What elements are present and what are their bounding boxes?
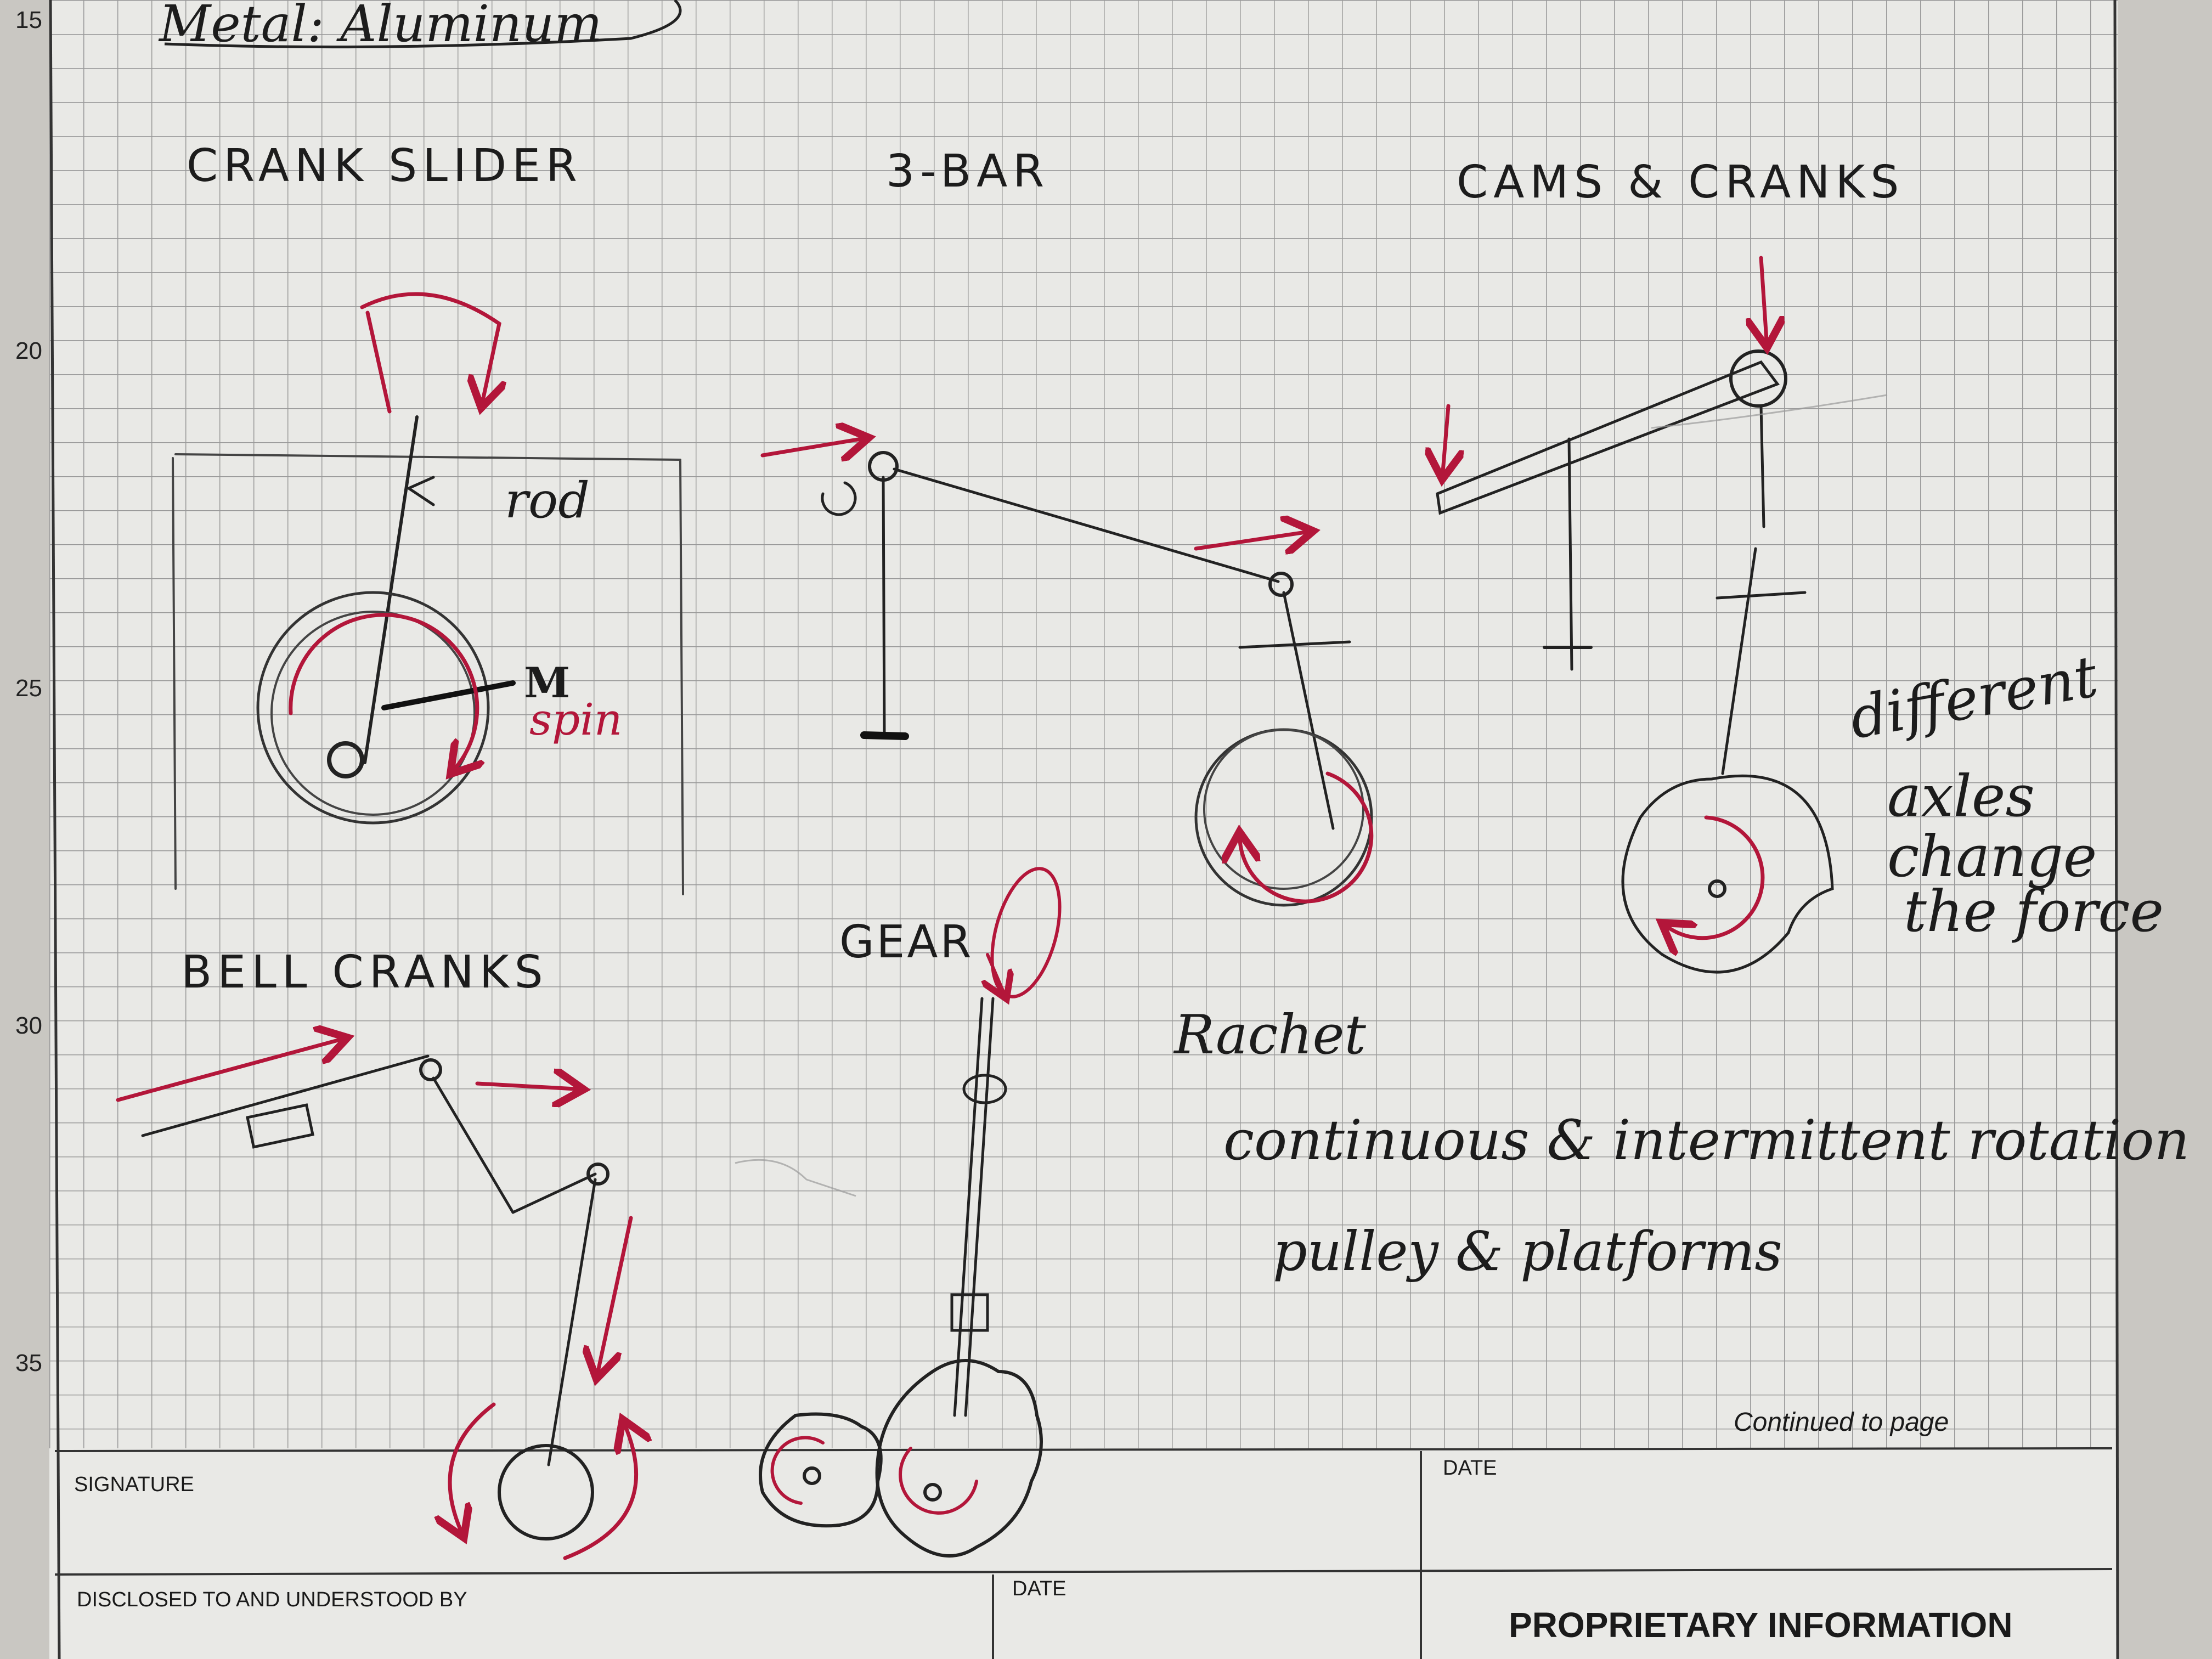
gear-sketch	[759, 867, 1062, 1558]
label-axles: axles	[1887, 763, 2035, 830]
margin-number-15: 15	[15, 7, 42, 33]
margin-number-30: 30	[15, 1012, 42, 1039]
page-left-edge	[49, 0, 61, 1659]
proprietary-information: PROPRIETARY INFORMATION	[1509, 1605, 2013, 1645]
disclosed-label: DISCLOSED TO AND UNDERSTOOD BY	[77, 1588, 467, 1611]
cams-cranks-sketch	[1437, 256, 1834, 974]
title-crank-slider: CRANK SLIDER	[187, 140, 583, 192]
crank-slider-sketch	[172, 292, 684, 895]
footer-lines	[54, 1447, 2113, 1659]
date-label-bottom: DATE	[1012, 1577, 1066, 1600]
faint-pencil-marks	[735, 394, 1888, 1197]
label-pulley: pulley & platforms	[1273, 1221, 1782, 1283]
signature-label: SIGNATURE	[74, 1473, 194, 1496]
page-right-edge	[2113, 0, 2119, 1659]
bell-cranks-sketch	[116, 1040, 636, 1560]
header-underline	[164, 0, 682, 49]
title-three-bar: 3-BAR	[886, 145, 1050, 198]
label-motor: M	[524, 658, 571, 707]
margin-number-25: 25	[15, 675, 42, 702]
label-rotation: continuous & intermittent rotation	[1223, 1108, 2190, 1172]
grid-area	[49, 0, 2118, 1448]
material-note: Metal: Aluminum	[159, 0, 602, 53]
label-spin: spin	[529, 694, 623, 745]
title-cams-cranks: CAMS & CRANKS	[1457, 156, 1905, 208]
continued-to-page: Continued to page	[1734, 1408, 1949, 1437]
title-gear: GEAR	[839, 916, 974, 968]
three-bar-sketch	[760, 439, 1374, 907]
title-bell-cranks: BELL CRANKS	[181, 946, 549, 998]
label-the-force: the force	[1904, 878, 2164, 945]
label-change: change	[1887, 823, 2097, 890]
margin-number-20: 20	[15, 337, 42, 364]
label-ratchet: Rachet	[1174, 1004, 1366, 1066]
label-rod: rod	[505, 472, 590, 529]
date-label-top: DATE	[1443, 1457, 1497, 1480]
margin-number-35: 35	[15, 1350, 42, 1376]
